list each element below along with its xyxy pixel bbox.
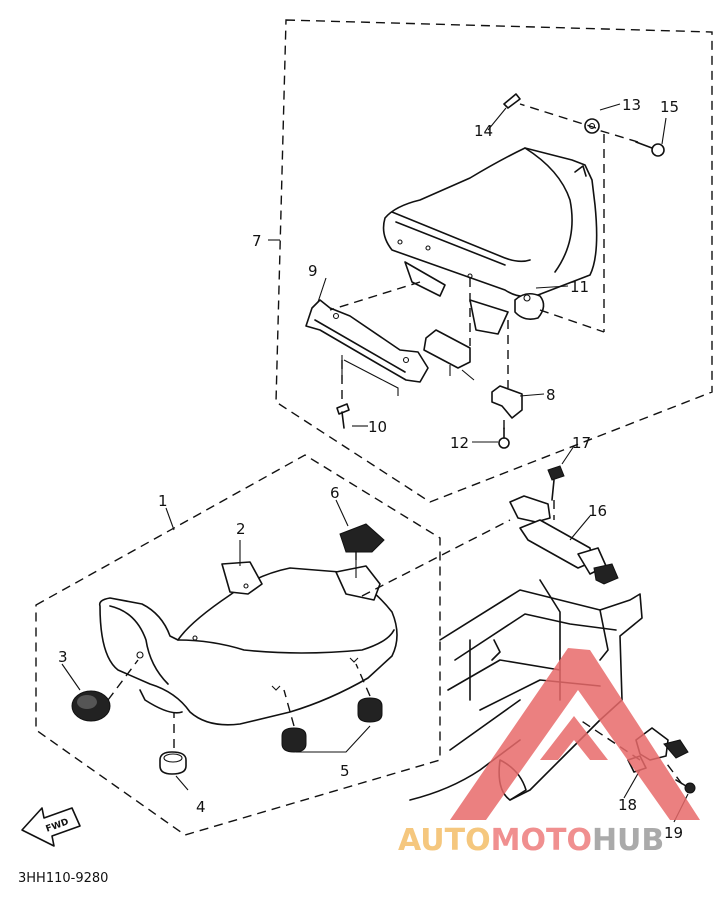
part-label-15: 15 [660, 98, 679, 116]
part-label-3: 3 [58, 648, 68, 666]
part-label-6: 6 [330, 484, 340, 502]
part-label-12: 12 [450, 434, 469, 452]
part-label-17: 17 [572, 434, 591, 452]
seat-tab [221, 561, 263, 595]
lower-group-outline [35, 454, 441, 836]
part-label-18: 18 [618, 796, 637, 814]
watermark-text-moto: MOTO [491, 823, 592, 858]
part-label-16: 16 [588, 502, 607, 520]
knob-3 [71, 690, 111, 722]
screw-15 [635, 141, 665, 157]
damper-6 [335, 523, 385, 601]
part-label-13: 13 [622, 96, 641, 114]
watermark-triangle-outer [450, 648, 700, 820]
watermark-text: AUTOMOTOHUB [398, 823, 664, 858]
cushion-5a [281, 727, 307, 753]
watermark-triangle-inner [540, 716, 608, 760]
part-label-10: 10 [368, 418, 387, 436]
part-label-1: 1 [158, 492, 168, 510]
collar-13 [584, 118, 600, 134]
fwd-arrow: FWD [21, 807, 81, 847]
seat-bracket [305, 299, 429, 396]
cushion-4 [159, 751, 187, 775]
leader-lines [61, 103, 689, 823]
frame [409, 579, 643, 801]
part-label-2: 2 [236, 520, 246, 538]
bracket-plate [423, 329, 471, 369]
part-label-19: 19 [664, 824, 683, 842]
part-label-7: 7 [252, 232, 262, 250]
part-labels: 1 2 3 4 5 6 7 8 9 10 11 12 13 14 15 16 1… [58, 96, 683, 842]
watermark-text-auto: AUTO [398, 823, 491, 858]
part-label-5: 5 [340, 762, 350, 780]
cushion-5b [357, 697, 383, 723]
part-label-4: 4 [196, 798, 206, 816]
bolt-17 [547, 465, 565, 501]
bolt-10 [336, 403, 350, 429]
bolt-12 [498, 427, 510, 449]
upper-group-outline [275, 19, 713, 503]
part-label-14: 14 [474, 122, 493, 140]
watermark-text-hub: HUB [592, 823, 664, 858]
part-label-8: 8 [546, 386, 556, 404]
part-label-9: 9 [308, 262, 318, 280]
rear-seat-cowl [382, 147, 598, 335]
watermark-logo [450, 648, 700, 820]
diagram-code: 3HH110-9280 [18, 871, 108, 886]
part-label-11: 11 [570, 278, 589, 296]
clip-14 [503, 93, 521, 109]
main-seat [98, 567, 398, 726]
seat-lock [509, 495, 619, 585]
hook-bracket [491, 385, 523, 419]
